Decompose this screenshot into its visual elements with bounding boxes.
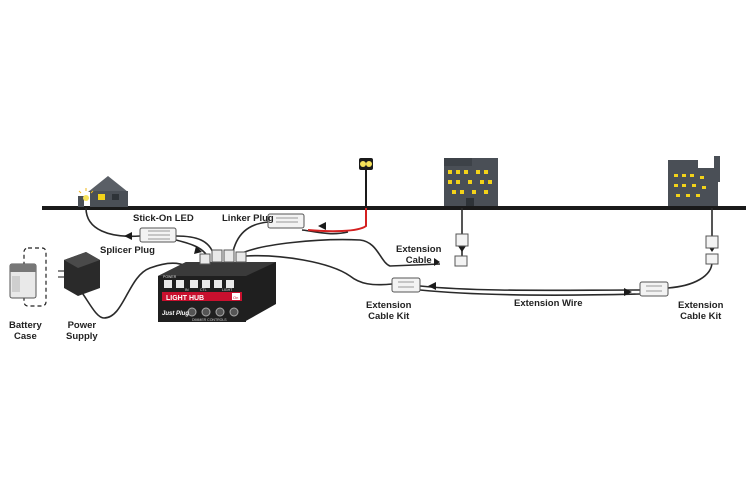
house (78, 176, 128, 207)
power-supply (58, 252, 100, 296)
hub-port-in: IN (185, 288, 189, 292)
label-extension-cable-kit-right: Extension Cable Kit (678, 300, 723, 322)
factory-connector (705, 235, 719, 265)
splicer-plug (139, 227, 177, 243)
lamp-red-wire (307, 208, 367, 233)
label-power-line1: Power (67, 320, 97, 331)
extension-cable-connector (454, 233, 469, 267)
battery-case (9, 247, 47, 307)
label-extension-cable-line1: Extension (396, 244, 442, 255)
label-battery-line1: Battery (9, 320, 42, 331)
hub-port-light: LIGHT (222, 288, 233, 292)
hub-brand: Just Plug (162, 311, 189, 317)
label-kit-right-line1: Extension (678, 300, 724, 311)
label-battery-case: Battery Case (9, 320, 42, 342)
label-kit-left-line1: Extension (366, 300, 412, 311)
hub-on-label: On (233, 295, 238, 300)
label-kit-right-line2: Cable Kit (680, 311, 722, 322)
hub-port-power: POWER (163, 275, 177, 279)
building-middle (444, 158, 498, 206)
wires (79, 207, 713, 319)
extension-cable-kit-right (639, 281, 669, 297)
label-kit-left-line2: Cable Kit (368, 311, 410, 322)
label-extension-cable: Extension Cable (396, 244, 441, 266)
label-battery-line2: Case (14, 331, 37, 342)
light-hub: POWER IN CTL LIGHT LIGHT HUB On Just Plu… (158, 249, 276, 322)
label-splicer-plug: Splicer Plug (100, 245, 155, 256)
label-power-line2: Supply (66, 331, 98, 342)
extension-cable-kit-left (391, 277, 421, 293)
label-power-supply: Power Supply (66, 320, 98, 342)
street-lamp (359, 158, 373, 206)
label-stick-on-led: Stick-On LED (133, 213, 194, 224)
hub-title: LIGHT HUB (166, 295, 204, 302)
factory-right (668, 156, 720, 206)
label-linker-plug: Linker Plug (222, 213, 274, 224)
hub-dimmer-label: DIMMER CONTROLS (192, 318, 227, 322)
label-extension-wire: Extension Wire (514, 298, 583, 309)
label-extension-cable-line2: Cable (405, 255, 432, 266)
hub-port-ctl: CTL (200, 288, 207, 292)
flow-arrows (124, 222, 716, 296)
label-extension-cable-kit-left: Extension Cable Kit (366, 300, 411, 322)
linker-plug (267, 213, 305, 229)
